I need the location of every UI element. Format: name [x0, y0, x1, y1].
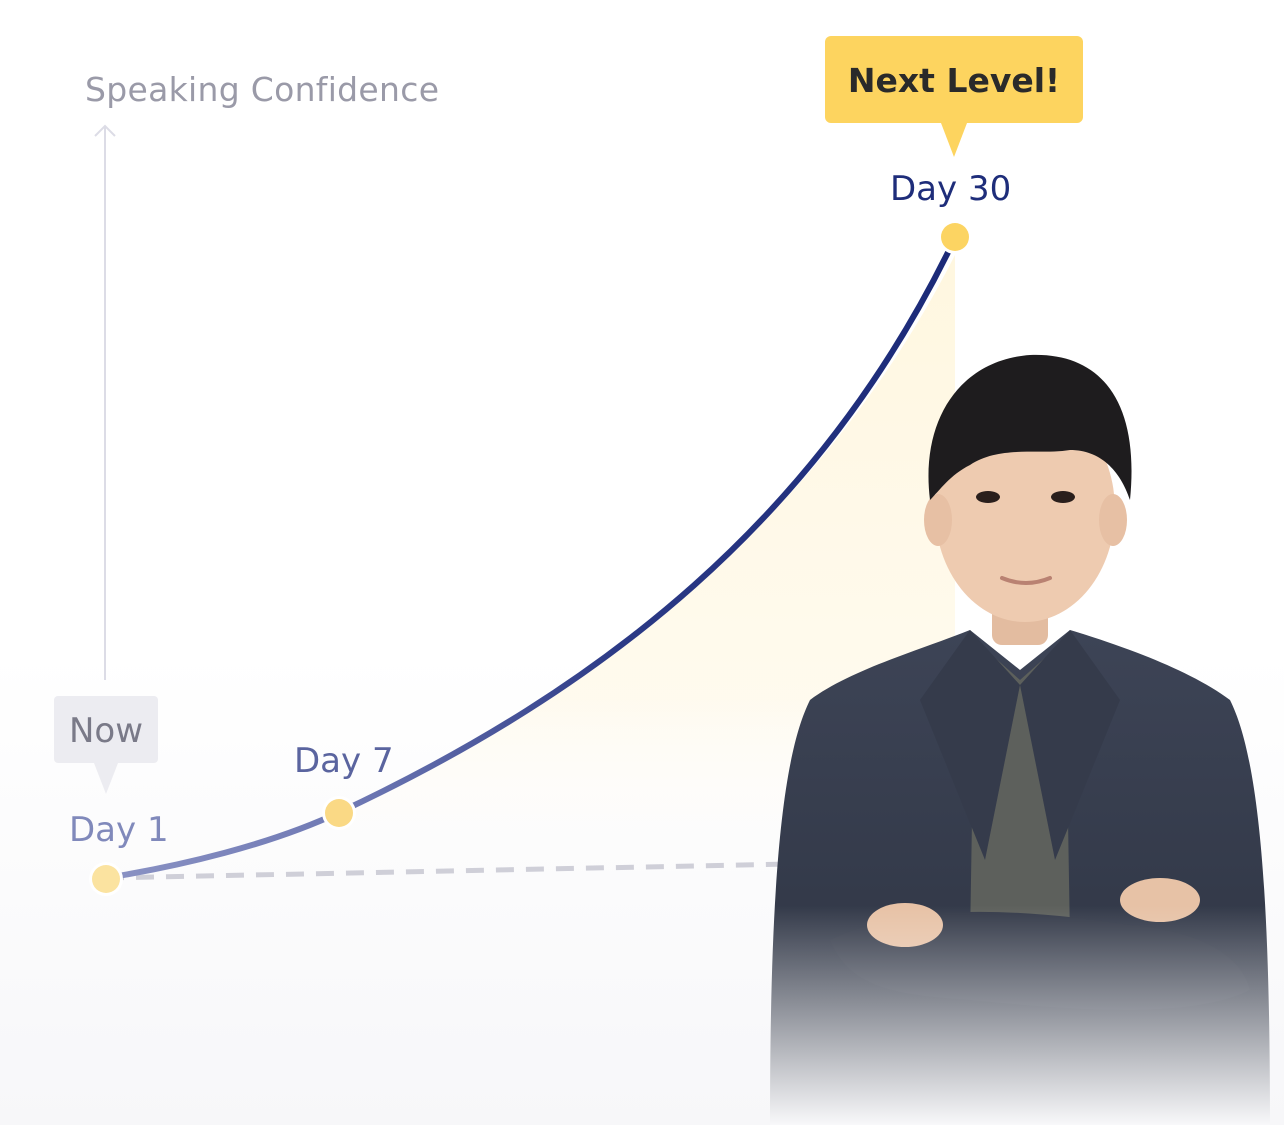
- milestone-label-day30: Day 30: [890, 169, 1012, 209]
- milestone-dot-day30-inner: [941, 223, 969, 251]
- y-axis-label: Speaking Confidence: [85, 70, 440, 109]
- next-level-callout: Next Level!: [825, 36, 1083, 157]
- now-callout: Now: [54, 696, 158, 794]
- next-level-callout-text: Next Level!: [847, 61, 1061, 100]
- milestone-label-day7: Day 7: [294, 741, 394, 781]
- portrait-fade: [770, 340, 1270, 1125]
- y-axis-arrowhead: [94, 124, 116, 137]
- now-callout-text: Now: [68, 711, 144, 751]
- milestone-dot-day1-inner: [92, 865, 120, 893]
- person-portrait-icon: [770, 340, 1270, 1125]
- milestone-label-day1: Day 1: [69, 810, 169, 850]
- milestone-dot-day7-inner: [325, 799, 353, 827]
- baseline-dashed: [105, 861, 791, 881]
